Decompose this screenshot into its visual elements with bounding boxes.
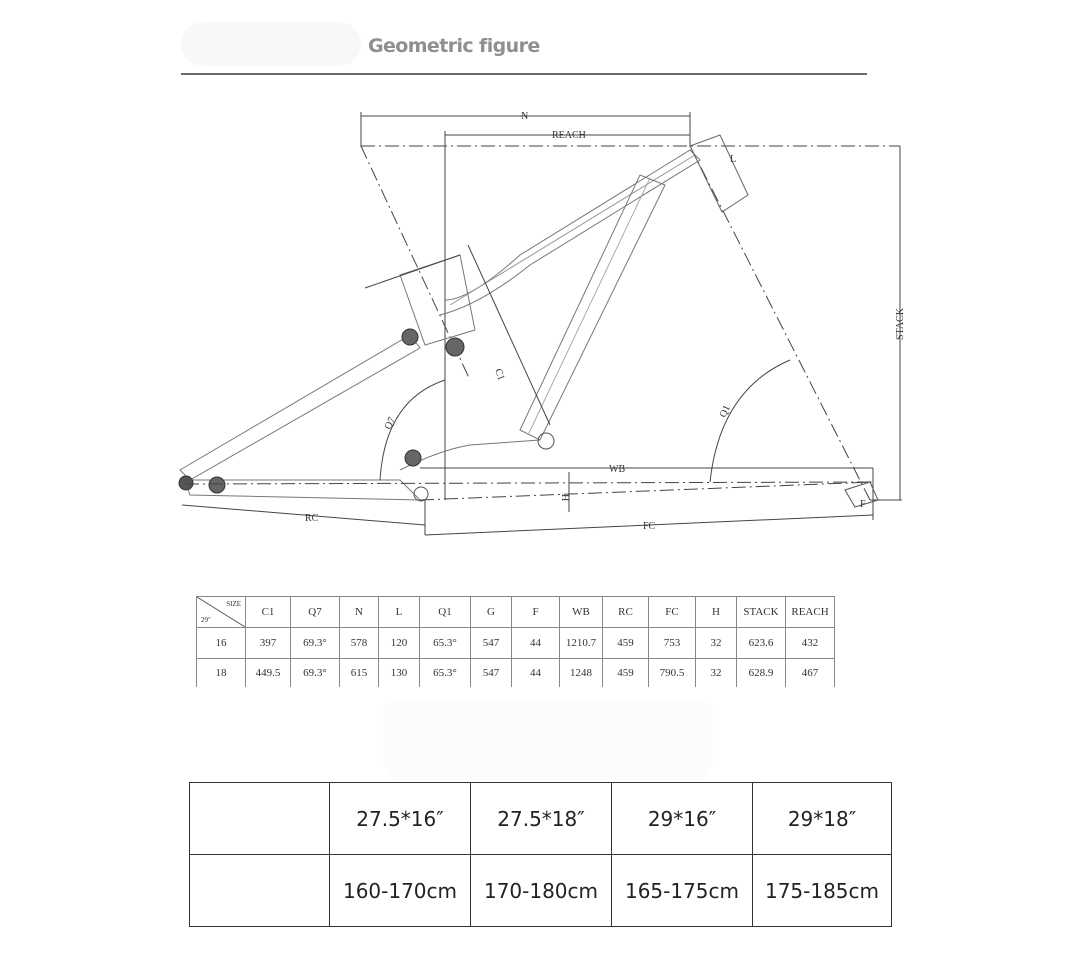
size-cell: 18 xyxy=(196,658,246,687)
label-q7: Q7 xyxy=(383,416,398,432)
value-cell: 628.9 xyxy=(736,658,786,687)
height-cell: 165-175cm xyxy=(611,854,753,927)
header-divider xyxy=(181,73,867,75)
value-cell: 615 xyxy=(339,658,379,687)
value-cell: 65.3° xyxy=(419,627,471,659)
value-cell: 44 xyxy=(511,658,560,687)
label-f: F xyxy=(860,499,866,510)
value-cell: 32 xyxy=(695,658,737,687)
label-l: L xyxy=(730,154,736,165)
corner-cell: SIZE 29" xyxy=(196,596,246,628)
dimension-labels: N REACH STACK L C1 Q7 Q1 WB H RC FC F xyxy=(305,111,906,532)
blurred-label xyxy=(181,22,361,66)
height-cell: 170-180cm xyxy=(470,854,612,927)
size-chart-table: 27.5*16″ 27.5*18″ 29*16″ 29*18″ 160-170c… xyxy=(189,782,892,927)
size-cell: 29*18″ xyxy=(752,782,892,855)
label-rc: RC xyxy=(305,513,319,524)
blank-cell xyxy=(189,854,330,927)
height-cell: 175-185cm xyxy=(752,854,892,927)
height-cell: 160-170cm xyxy=(329,854,471,927)
value-cell: 44 xyxy=(511,627,560,659)
header-cell: REACH xyxy=(785,596,835,628)
table-header-row: SIZE 29" C1 Q7 N L Q1 G F WB RC FC H STA… xyxy=(196,596,835,628)
label-wb: WB xyxy=(609,464,625,475)
size-row: 27.5*16″ 27.5*18″ 29*16″ 29*18″ xyxy=(189,782,892,855)
label-h: H xyxy=(559,494,570,501)
header-cell: WB xyxy=(559,596,603,628)
blank-cell xyxy=(189,782,330,855)
value-cell: 69.3° xyxy=(290,627,340,659)
value-cell: 1248 xyxy=(559,658,603,687)
value-cell: 120 xyxy=(378,627,420,659)
value-cell: 467 xyxy=(785,658,835,687)
value-cell: 69.3° xyxy=(290,658,340,687)
geometry-table: SIZE 29" C1 Q7 N L Q1 G F WB RC FC H STA… xyxy=(196,596,835,687)
label-reach: REACH xyxy=(552,130,586,141)
height-row: 160-170cm 170-180cm 165-175cm 175-185cm xyxy=(189,854,892,927)
section-header: Geometric figure xyxy=(181,18,867,75)
header-cell: L xyxy=(378,596,420,628)
header-cell: STACK xyxy=(736,596,786,628)
value-cell: 449.5 xyxy=(245,658,291,687)
value-cell: 547 xyxy=(470,658,512,687)
header-cell: G xyxy=(470,596,512,628)
value-cell: 130 xyxy=(378,658,420,687)
header-cell: H xyxy=(695,596,737,628)
label-n: N xyxy=(521,111,528,122)
value-cell: 397 xyxy=(245,627,291,659)
value-cell: 578 xyxy=(339,627,379,659)
value-cell: 790.5 xyxy=(648,658,696,687)
size-cell: 29*16″ xyxy=(611,782,753,855)
label-fc: FC xyxy=(643,521,656,532)
header-cell: Q7 xyxy=(290,596,340,628)
value-cell: 459 xyxy=(602,627,649,659)
value-cell: 65.3° xyxy=(419,658,471,687)
label-c1: C1 xyxy=(492,367,506,382)
value-cell: 432 xyxy=(785,627,835,659)
table-row: 16 397 69.3° 578 120 65.3° 547 44 1210.7… xyxy=(196,627,835,659)
value-cell: 1210.7 xyxy=(559,627,603,659)
header-cell: RC xyxy=(602,596,649,628)
table-row: 18 449.5 69.3° 615 130 65.3° 547 44 1248… xyxy=(196,658,835,687)
header-cell: F xyxy=(511,596,560,628)
size-cell: 27.5*16″ xyxy=(329,782,471,855)
value-cell: 623.6 xyxy=(736,627,786,659)
size-cell: 16 xyxy=(196,627,246,659)
section-title: Geometric figure xyxy=(368,35,540,57)
value-cell: 547 xyxy=(470,627,512,659)
header-cell: N xyxy=(339,596,379,628)
value-cell: 32 xyxy=(695,627,737,659)
frame-geometry-diagram: N REACH STACK L C1 Q7 Q1 WB H RC FC F xyxy=(160,95,920,545)
value-cell: 753 xyxy=(648,627,696,659)
label-q1: Q1 xyxy=(718,404,733,420)
size-cell: 27.5*18″ xyxy=(470,782,612,855)
header-cell: Q1 xyxy=(419,596,471,628)
label-stack: STACK xyxy=(895,307,906,340)
header-cell: FC xyxy=(648,596,696,628)
blurred-caption xyxy=(383,700,713,778)
header-cell: C1 xyxy=(245,596,291,628)
value-cell: 459 xyxy=(602,658,649,687)
